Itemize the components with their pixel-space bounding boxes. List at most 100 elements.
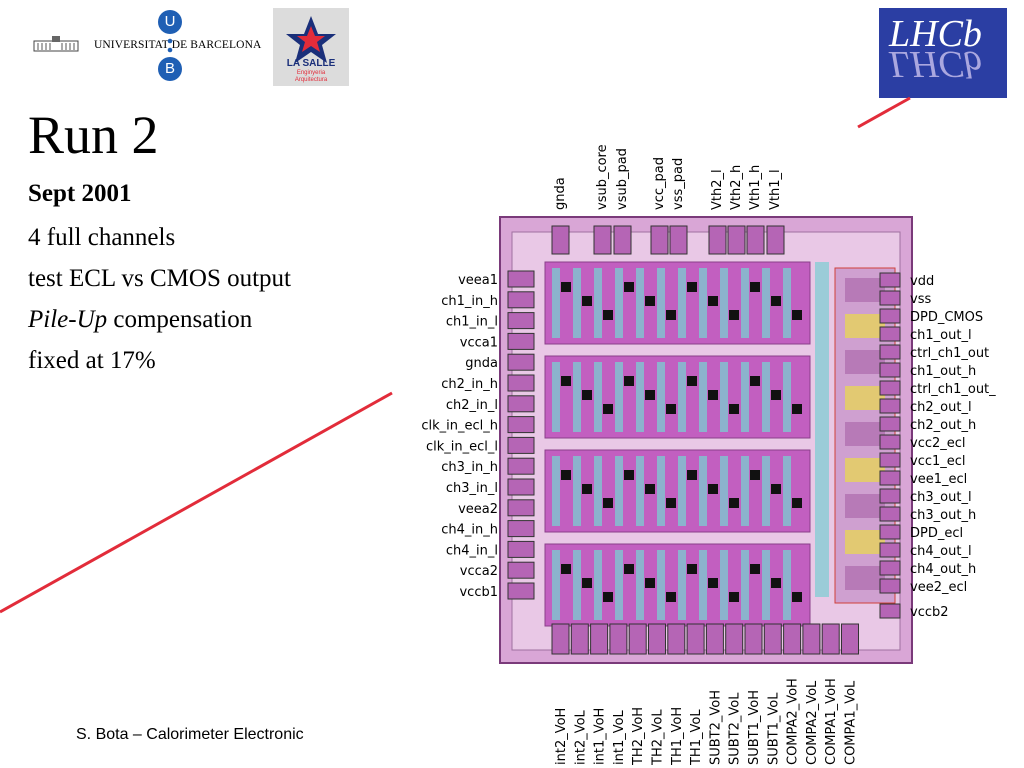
bottom-pad (628, 623, 647, 655)
bottom-pad (648, 623, 666, 655)
routing-strip (699, 268, 707, 338)
routing-strip (720, 550, 728, 620)
right-pad (879, 398, 901, 414)
left-pad (507, 520, 535, 538)
routing-strip (741, 550, 749, 620)
ub-logo-u: U (158, 10, 182, 34)
pin-label: vccb2 (910, 605, 949, 620)
transistor-cell (750, 282, 760, 292)
transistor-cell (645, 390, 655, 400)
bottom-pad (570, 623, 589, 655)
pin-label: vsub_pad (615, 148, 630, 210)
right-pad (879, 524, 901, 540)
transistor-cell (792, 498, 802, 508)
routing-strip (741, 268, 749, 338)
pin-label: int2_VoL (573, 709, 588, 765)
routing-strip (720, 362, 728, 432)
transistor-cell (603, 310, 613, 320)
top-pad (727, 225, 746, 255)
pin-label: ch2_out_l (910, 400, 972, 415)
chip-circuit-detail (507, 225, 901, 655)
transistor-cell (561, 564, 571, 574)
routing-strip (552, 362, 560, 432)
transistor-cell (624, 470, 634, 480)
lhcb-logo-text: LHCb (889, 13, 982, 55)
transistor-cell (792, 310, 802, 320)
right-pad (879, 488, 901, 504)
pin-label: vss (910, 292, 931, 307)
pin-label: Vth1_h (748, 165, 763, 210)
pin-label: SUBT2_VoL (728, 692, 743, 765)
pin-label: gnda (465, 356, 498, 371)
routing-strip (741, 456, 749, 526)
top-pad (669, 225, 688, 255)
right-pad (879, 560, 901, 576)
routing-strip (678, 550, 686, 620)
lasalle-logo: LA SALLE Enginyeria Arquitectura (273, 8, 349, 86)
transistor-cell (729, 404, 739, 414)
pin-label: vcca1 (460, 335, 498, 350)
bullet-line-3-rest: compensation (113, 306, 253, 333)
transistor-cell (750, 564, 760, 574)
transistor-cell (561, 376, 571, 386)
footer-text: S. Bota – Calorimeter Electronic (76, 726, 304, 743)
transistor-cell (771, 296, 781, 306)
pin-label: TH1_VoL (689, 709, 704, 766)
right-pad (879, 603, 901, 619)
left-pad (507, 436, 535, 454)
routing-strip (762, 268, 770, 338)
top-pad (766, 225, 785, 255)
right-pad (879, 272, 901, 288)
transistor-cell (561, 470, 571, 480)
right-pad (879, 416, 901, 432)
bottom-pad (821, 623, 840, 655)
routing-strip (699, 550, 707, 620)
bullet-line-4: fixed at 17% (28, 347, 156, 374)
routing-strip (678, 456, 686, 526)
pin-label: ch2_in_l (446, 398, 498, 413)
left-pad (507, 499, 535, 517)
pin-label: ch3_out_l (910, 490, 972, 505)
pin-label: veea1 (458, 273, 498, 288)
pin-label: int1_VoL (612, 709, 627, 765)
lasalle-name: LA SALLE (286, 58, 336, 69)
routing-strip (552, 268, 560, 338)
transistor-cell (603, 592, 613, 602)
pin-label: vcc_pad (652, 157, 667, 210)
routing-strip (594, 268, 602, 338)
transistor-cell (582, 296, 592, 306)
pin-label: Vth2_l (710, 169, 725, 210)
transistor-cell (771, 390, 781, 400)
routing-strip (720, 456, 728, 526)
transistor-cell (792, 404, 802, 414)
routing-strip (636, 362, 644, 432)
pin-label: ch1_out_l (910, 328, 972, 343)
pin-label: vdd (910, 274, 934, 289)
routing-strip (783, 550, 791, 620)
pin-label: ch4_in_l (446, 543, 498, 558)
left-pad (507, 478, 535, 496)
routing-strip (573, 550, 581, 620)
routing-strip (741, 362, 749, 432)
right-pad (879, 326, 901, 342)
transistor-cell (708, 296, 718, 306)
transistor-cell (561, 282, 571, 292)
left-pad (507, 561, 535, 579)
routing-strip (615, 362, 623, 432)
pin-label: COMPA1_VoH (824, 678, 839, 765)
right-pad (879, 308, 901, 324)
right-pad (879, 452, 901, 468)
routing-strip (657, 550, 665, 620)
lhcb-logo: LHCb LHCb (879, 8, 1007, 98)
transistor-cell (645, 484, 655, 494)
transistor-cell (645, 296, 655, 306)
right-pad (879, 344, 901, 360)
bottom-pad (763, 623, 782, 655)
chip-pin-labels: veea1ch1_in_hch1_in_lvcca1gndach2_in_hch… (421, 144, 996, 766)
pin-label: vcc2_ecl (910, 436, 966, 451)
pin-label: ch2_in_h (441, 377, 498, 392)
transistor-cell (729, 498, 739, 508)
pin-label: ch1_out_h (910, 364, 976, 379)
transistor-cell (687, 282, 697, 292)
